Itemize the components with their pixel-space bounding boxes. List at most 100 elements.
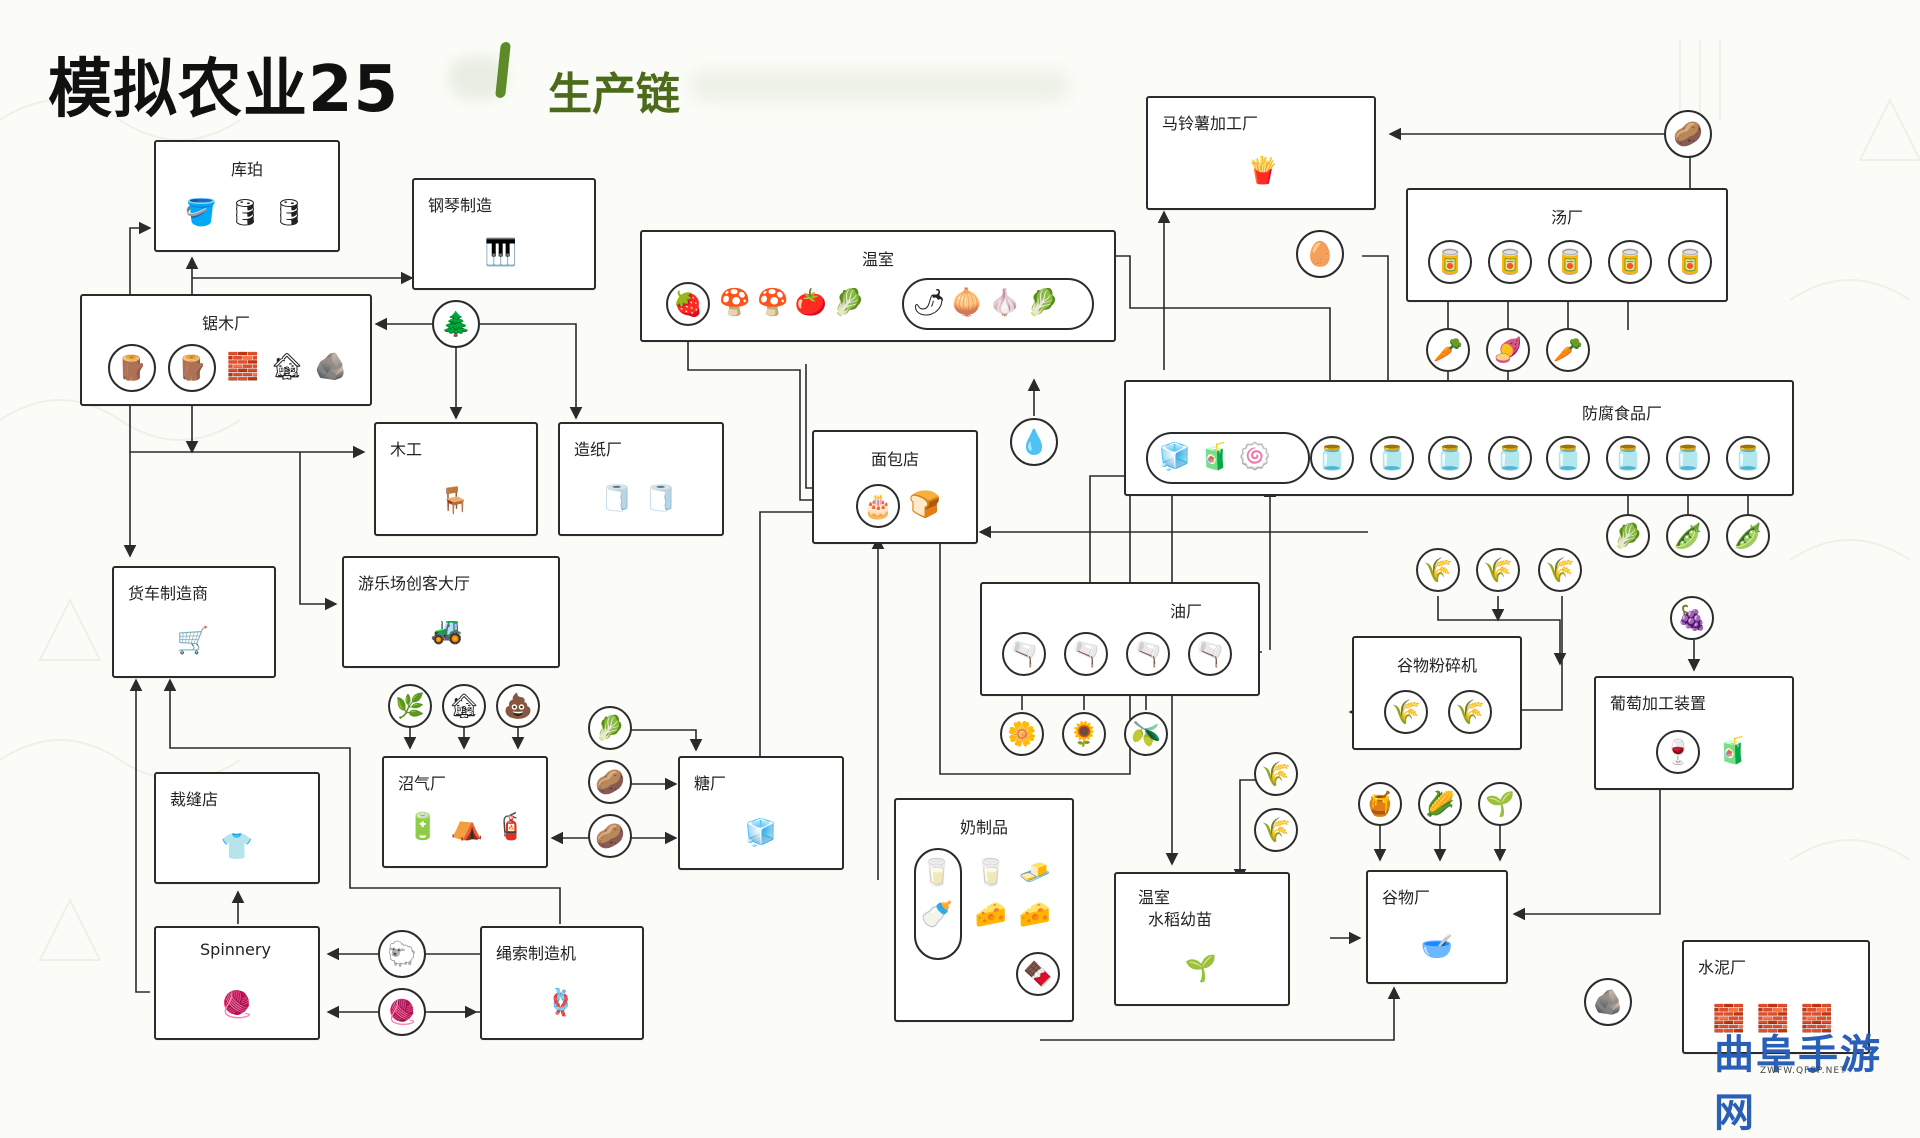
parsnip-icon: 🥕 — [1546, 328, 1590, 372]
soup-can-icon: 🥫 — [1548, 240, 1592, 284]
corn-oil-icon: 🫗 — [1188, 632, 1232, 676]
barrel-icon: 🛢 — [228, 198, 262, 228]
node-rice-greenhouse[interactable]: 温室 水稻幼苗 🌱 — [1114, 872, 1290, 1006]
garlic-icon: 🧄 — [988, 288, 1022, 318]
node-spinnery[interactable]: Spinnery 🧶 — [154, 926, 320, 1040]
node-label: 葡萄加工装置 — [1610, 694, 1707, 713]
carton-icon: 🧃 — [1198, 442, 1232, 472]
butter-icon: 🧀 — [974, 900, 1008, 930]
cake-icon: 🎂 — [856, 484, 900, 528]
node-grain-mill[interactable]: 谷物粉碎机 🌾 🌾 — [1352, 636, 1522, 750]
node-ropemaker[interactable]: 绳索制造机 🪢 — [480, 926, 644, 1040]
dairy-group — [914, 848, 962, 960]
tree-icon: 🌲 — [432, 300, 480, 348]
node-wagon-maker[interactable]: 货车制造商 🛒 — [112, 566, 276, 678]
node-bakery[interactable]: 面包店 🎂 🍞 — [812, 430, 978, 544]
cream-icon: 🍼 — [920, 900, 954, 930]
node-label: 汤厂 — [1550, 208, 1583, 227]
node-biogas[interactable]: 沼气厂 🔋 ⛺ 🧯 — [382, 756, 548, 868]
rope-icon: 🪢 — [544, 988, 578, 1018]
subtitle-smudge — [690, 70, 1070, 102]
seedling-tray-icon: 🌱 — [1184, 954, 1218, 984]
jar-icon: 🫙 — [1546, 436, 1590, 480]
node-dairy[interactable]: 奶制品 🥛 🍼 🥛 🧈 🧀 🧀 🍫 — [894, 798, 1074, 1022]
node-label: 马铃薯加工厂 — [1162, 114, 1259, 133]
node-papermill[interactable]: 造纸厂 🧻 🧻 — [558, 422, 724, 536]
peas-icon: 🫛 — [1666, 514, 1710, 558]
planks-icon: 🪵 — [168, 344, 216, 392]
frame-icon: 🏚 — [270, 352, 304, 382]
node-label: 裁缝店 — [170, 790, 219, 809]
node-label: 货车制造商 — [128, 584, 209, 603]
beans-icon: 🫛 — [1726, 514, 1770, 558]
soup-can-icon: 🥫 — [1488, 240, 1532, 284]
watermark-url: ZWFW.QFSP.NET — [1760, 1066, 1847, 1076]
node-carpenter[interactable]: 木工 🪑 — [374, 422, 538, 536]
node-sawmill[interactable]: 锯木厂 🪵 🪵 🧱 🏚 🪨 — [80, 294, 372, 406]
node-preserved-food[interactable]: 防腐食品厂 🧊 🧃 🍥 🫙 🫙 🫙 🫙 🫙 🫙 🫙 🫙 — [1124, 380, 1794, 496]
mushroom-icon: 🍄 — [718, 288, 752, 318]
cardboard-roll-icon: 🧻 — [644, 484, 678, 514]
sugarbeet-icon: 🥔 — [588, 760, 632, 804]
node-pallets[interactable]: 库珀 🪣 🛢 🛢 — [154, 140, 340, 252]
greenhouse-veg-group — [902, 278, 1094, 330]
node-label: Spinnery — [200, 940, 271, 959]
wool-icon: 🐑 — [378, 930, 426, 978]
jar-icon: 🫙 — [1726, 436, 1770, 480]
rice-plant-icon: 🌾 — [1254, 752, 1298, 796]
jar-icon: 🫙 — [1428, 436, 1472, 480]
node-tailor[interactable]: 裁缝店 👕 — [154, 772, 320, 884]
node-label-secondary: 水稻幼苗 — [1148, 910, 1213, 929]
spinach-icon: 🥬 — [1606, 514, 1650, 558]
cheese-icon: 🧀 — [1018, 900, 1052, 930]
chips-bag-icon: 🍟 — [1246, 156, 1280, 186]
node-label: 谷物厂 — [1382, 888, 1431, 907]
node-cereal-factory[interactable]: 谷物厂 🥣 — [1366, 870, 1508, 984]
noodles-icon: 🍥 — [1238, 442, 1272, 472]
node-cement-factory[interactable]: 水泥厂 🧱 🧱 🧱 — [1682, 940, 1870, 1054]
corn-icon: 🌽 — [1418, 782, 1462, 826]
node-potato-factory[interactable]: 马铃薯加工厂 🍟 — [1146, 96, 1376, 210]
page-title: 模拟农业25 — [48, 53, 400, 127]
node-label: 温室 — [1138, 888, 1171, 907]
preserved-frozen-group — [1146, 432, 1310, 484]
node-playground[interactable]: 游乐场创客大厅 🚜 — [342, 556, 560, 668]
olive-icon: 🫒 — [1124, 712, 1168, 756]
node-piano[interactable]: 钢琴制造 🎹 — [412, 178, 596, 290]
piano-icon: 🎹 — [484, 238, 518, 268]
paper-roll-icon: 🧻 — [600, 484, 634, 514]
honey-icon: 🍯 — [1358, 782, 1402, 826]
jar-icon: 🫙 — [1606, 436, 1650, 480]
node-label: 造纸厂 — [574, 440, 623, 459]
jar-icon: 🫙 — [1310, 436, 1354, 480]
planks-icon: 🪵 — [108, 344, 156, 392]
water-icon: 💧 — [1010, 418, 1058, 466]
strawberry-icon: 🍓 — [666, 282, 710, 326]
goat-milk-icon: 🥛 — [974, 858, 1008, 888]
enoki-icon: 🍄 — [756, 288, 790, 318]
sugarcane-icon: 🥔 — [588, 814, 632, 858]
spring-onion-icon: 🧅 — [950, 288, 984, 318]
node-greenhouse[interactable]: 温室 🍓 🍄 🍄 🍅 🥬 🌶 🧅 🧄 🥬 — [640, 230, 1116, 342]
egg-icon: 🥚 — [1296, 230, 1344, 278]
digestate-icon: ⛺ — [450, 812, 484, 842]
carrot-icon: 🥕 — [1426, 328, 1470, 372]
node-grape-processor[interactable]: 葡萄加工装置 🍷 🧃 — [1594, 676, 1794, 790]
node-label: 绳索制造机 — [496, 944, 577, 963]
node-oil-mill[interactable]: 油厂 🫗 🫗 🫗 🫗 — [980, 582, 1260, 696]
napa-cabbage-icon: 🥬 — [1026, 288, 1060, 318]
wagon-icon: 🛒 — [176, 626, 210, 656]
furniture-icon: 🪑 — [438, 486, 472, 516]
wheat-icon: 🌾 — [1416, 548, 1460, 592]
sugar-cubes-icon: 🧊 — [744, 818, 778, 848]
node-label: 库珀 — [230, 160, 263, 179]
sunflower-icon: 🌻 — [1062, 712, 1106, 756]
cement-brick-icon: 🧱 — [1800, 1004, 1834, 1034]
node-label: 游乐场创客大厅 — [358, 574, 471, 593]
soup-can-icon: 🥫 — [1668, 240, 1712, 284]
node-soup-factory[interactable]: 汤厂 🥫 🥫 🥫 🥫 🥫 — [1406, 188, 1728, 302]
node-sugar-mill[interactable]: 糖厂 🧊 — [678, 756, 844, 870]
raisin-icon: 🍷 — [1656, 730, 1700, 774]
leek-icon: 🥬 — [588, 706, 632, 750]
node-label: 防腐食品厂 — [1582, 404, 1663, 423]
